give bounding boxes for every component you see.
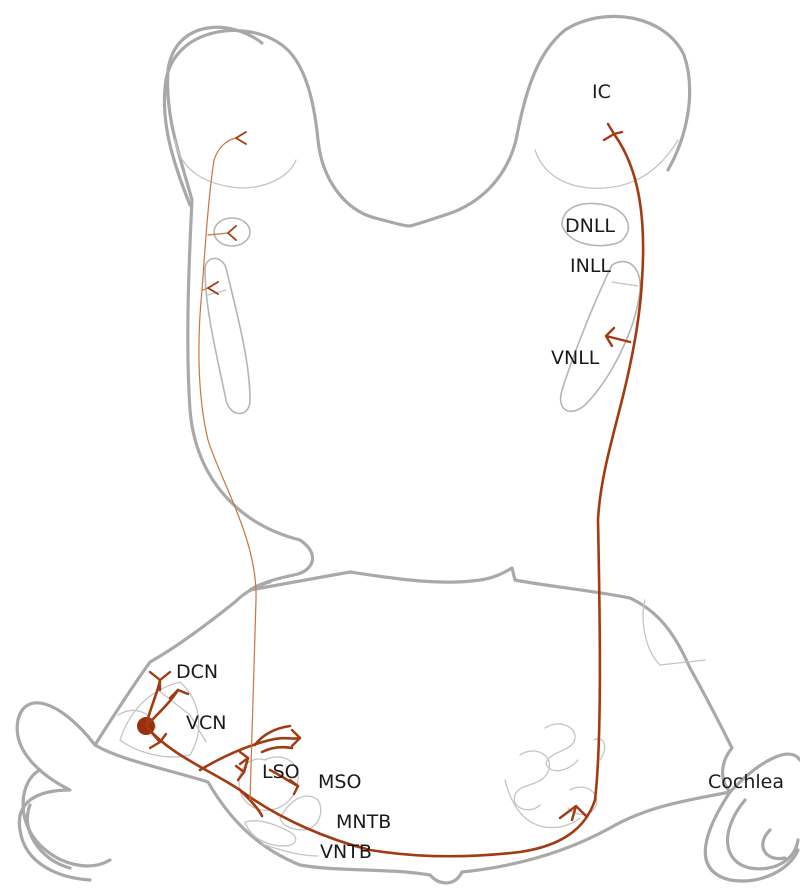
left-ic-outline <box>164 30 410 226</box>
right-ic-inner <box>535 140 678 188</box>
left-ic-inner <box>175 140 296 188</box>
right-lso <box>514 751 549 810</box>
right-ic-outline <box>410 16 690 226</box>
left-cochlea <box>17 703 110 880</box>
left-mntb <box>245 821 296 846</box>
label-mntb: MNTB <box>336 811 391 833</box>
label-dcn: DCN <box>176 661 218 683</box>
label-dnll: DNLL <box>565 215 615 237</box>
label-vntb: VNTB <box>320 841 372 863</box>
label-inll: INLL <box>570 255 611 277</box>
left-dnll <box>214 218 250 246</box>
ic-lobes <box>164 16 689 226</box>
label-lso: LSO <box>262 761 300 783</box>
label-vnll: VNLL <box>551 347 600 369</box>
label-ic: IC <box>592 81 611 103</box>
label-cochlea: Cochlea <box>708 771 784 793</box>
label-mso: MSO <box>318 771 361 793</box>
label-vcn: VCN <box>186 712 226 734</box>
left-inll-vnll <box>205 258 250 413</box>
